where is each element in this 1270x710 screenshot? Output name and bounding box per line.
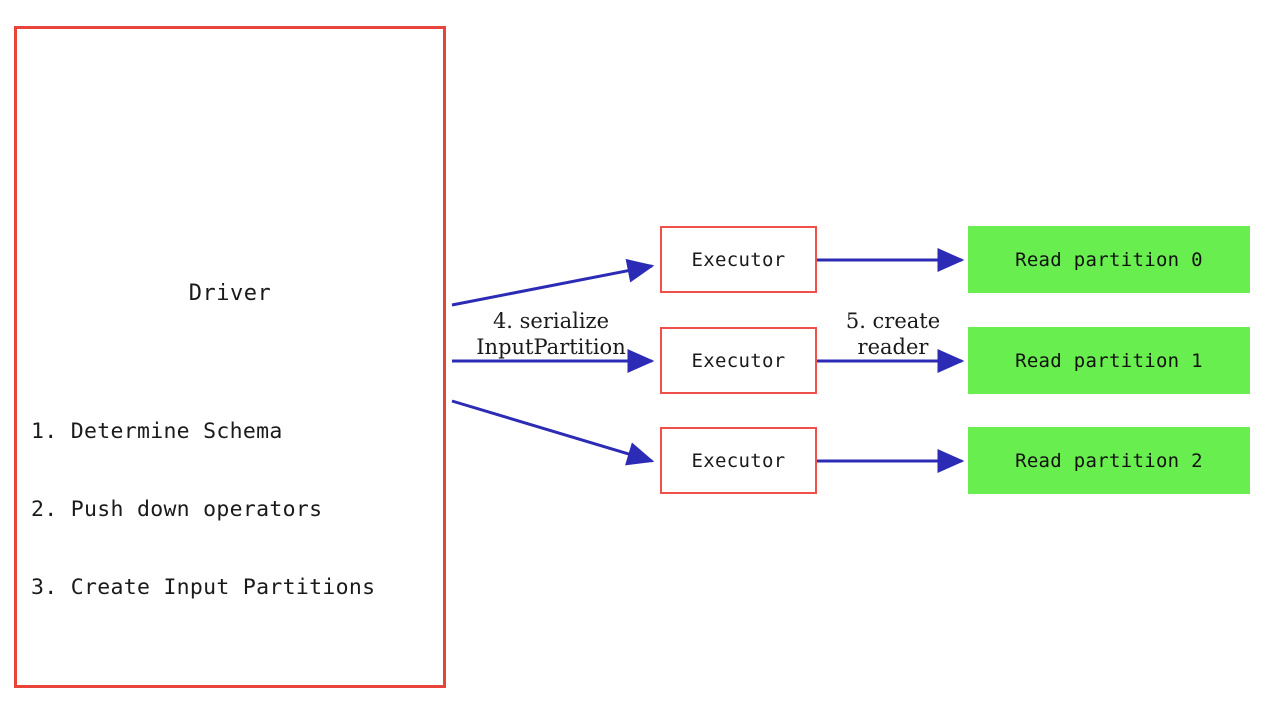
driver-title: Driver [188,281,272,306]
driver-box: Driver 1. Determine Schema 2. Push down … [14,26,446,688]
edge-label-create-reader: 5. create reader [818,308,968,360]
executor-label-2: Executor [691,349,786,372]
partition-label-2: Read partition 2 [1015,449,1203,472]
edge-label-create-reader-line-2: reader [857,335,929,359]
driver-steps-list: 1. Determine Schema 2. Push down operato… [31,367,375,653]
partition-box-2: Read partition 2 [968,427,1250,494]
executor-box-1: Executor [660,226,817,293]
partition-label-0: Read partition 0 [1015,248,1203,271]
executor-label-3: Executor [691,449,786,472]
edge-label-serialize-line-2: InputPartition [476,335,626,359]
executor-label-1: Executor [691,248,786,271]
executor-box-3: Executor [660,427,817,494]
driver-step-1: 1. Determine Schema [31,419,283,444]
arrow-driver-to-executor-3 [451,399,655,466]
executor-box-2: Executor [660,327,817,394]
edge-label-create-reader-line-1: 5. create [845,309,941,333]
driver-step-2: 2. Push down operators [31,497,323,522]
partition-label-1: Read partition 1 [1015,349,1203,372]
driver-step-3: 3. Create Input Partitions [31,575,376,600]
edge-label-serialize-input-partition: 4. serialize InputPartition [462,308,640,360]
arrow-driver-to-executor-1 [451,258,655,307]
partition-box-0: Read partition 0 [968,226,1250,293]
edge-label-serialize-line-1: 4. serialize [492,309,610,333]
partition-box-1: Read partition 1 [968,327,1250,394]
